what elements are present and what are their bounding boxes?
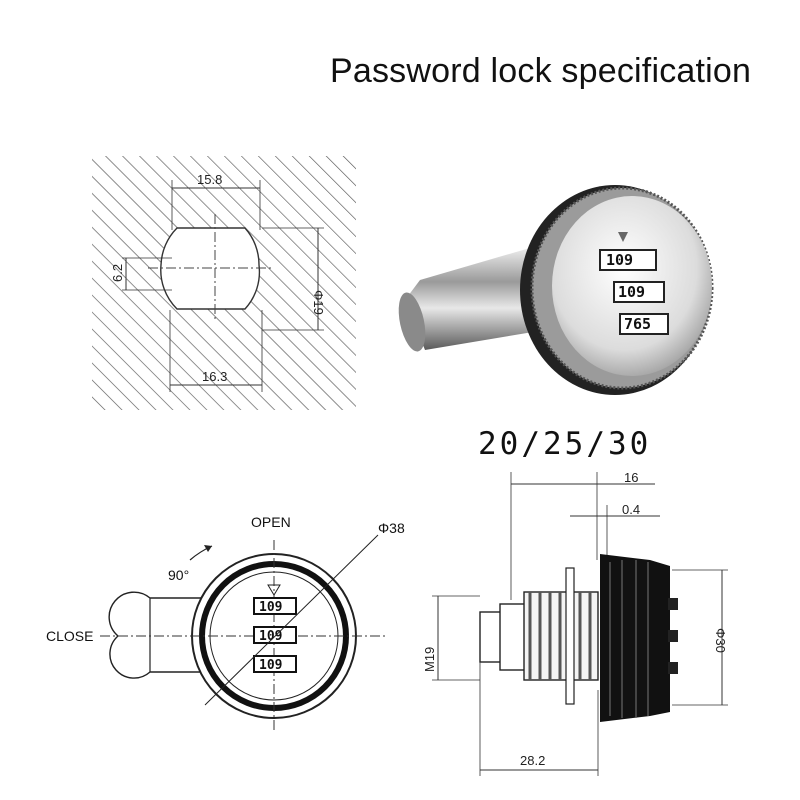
arrow-marker-icon <box>267 584 281 596</box>
front-wheel-1: 109 <box>253 597 297 615</box>
lock-photo: 109 109 765 <box>398 185 714 395</box>
page-title: Password lock specification <box>330 52 752 90</box>
photo-wheel-3: 765 <box>619 313 669 335</box>
dim-diameter-30: Φ30 <box>713 628 728 653</box>
dim-width-top: 15.8 <box>197 172 222 187</box>
dim-thread: M19 <box>422 647 437 672</box>
side-view: 16 0.4 Φ30 M19 28.2 <box>422 470 728 776</box>
label-open: OPEN <box>251 514 291 530</box>
svg-text:109: 109 <box>618 283 645 301</box>
dim-length: 28.2 <box>520 753 545 768</box>
dim-diameter: Φ19 <box>311 290 326 315</box>
dim-top: 16 <box>624 470 638 485</box>
size-options: 20/25/30 <box>478 426 652 462</box>
dim-flat-height: 6.2 <box>110 264 125 282</box>
label-close: CLOSE <box>46 628 93 644</box>
nut-plate <box>565 567 575 705</box>
svg-text:109: 109 <box>259 629 282 644</box>
front-view: 109 109 109 OPEN CLOSE 90° Φ38 <box>46 514 405 730</box>
cutout-diagram: 15.8 16.3 6.2 Φ19 <box>92 156 356 410</box>
front-wheel-3: 109 <box>253 655 297 673</box>
photo-wheel-2: 109 <box>613 281 665 303</box>
dim-width-bottom: 16.3 <box>202 369 227 384</box>
label-diameter-38: Φ38 <box>378 520 405 536</box>
cam-bar <box>405 245 545 350</box>
photo-wheel-1: 109 <box>599 249 657 271</box>
label-angle: 90° <box>168 567 189 583</box>
cam-shaft <box>479 611 503 663</box>
dim-gap: 0.4 <box>622 502 640 517</box>
svg-text:109: 109 <box>259 658 282 673</box>
diameter-leader <box>204 534 379 706</box>
svg-text:765: 765 <box>624 315 651 333</box>
svg-text:109: 109 <box>606 251 633 269</box>
lock-head <box>600 554 670 722</box>
front-wheel-2: 109 <box>253 626 297 644</box>
arrow-marker-icon <box>618 232 628 242</box>
svg-text:109: 109 <box>259 600 282 615</box>
